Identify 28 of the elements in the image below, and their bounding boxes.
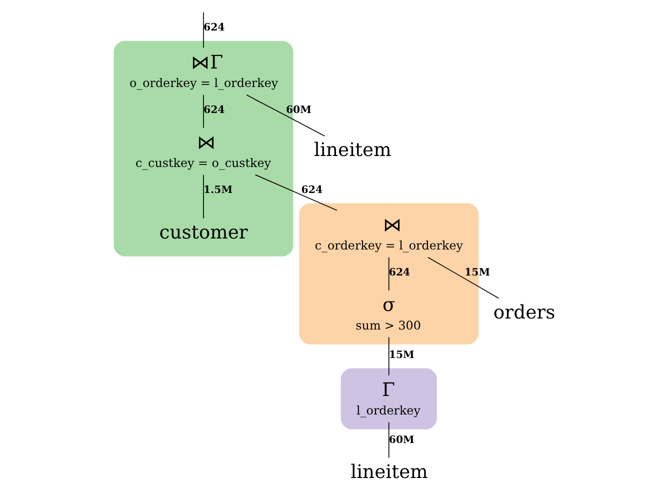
node-text: ⋈ c_custkey = o_custkey: [134, 132, 271, 170]
cluster: [340, 368, 436, 430]
edge-label: 1.5M: [202, 184, 232, 196]
connector: [202, 174, 204, 219]
edge-label: 624: [388, 266, 410, 279]
node-text: orders: [492, 302, 555, 324]
connector: [202, 94, 204, 128]
connector: [388, 256, 389, 291]
node-text: σ sum > 300: [355, 294, 420, 332]
edge-label: 15M: [388, 349, 414, 362]
node-text: customer: [158, 222, 248, 244]
edge-label: 15M: [464, 266, 490, 279]
node-text: lineitem: [314, 140, 391, 162]
edge-label: 624: [202, 22, 224, 34]
node-text: ⋈ c_orderkey = l_orderkey: [314, 214, 463, 252]
edge-label: 624: [300, 184, 322, 196]
node-text: Γ l_orderkey: [356, 380, 420, 418]
edge-label: 624: [202, 104, 224, 116]
connector: [246, 94, 325, 136]
connector: [254, 174, 337, 211]
connector: [388, 336, 389, 376]
connector: [202, 12, 204, 48]
edge-label: 60M: [285, 104, 311, 116]
node-text: ⋈Γ o_orderkey = l_orderkey: [129, 52, 278, 90]
node-text: lineitem: [350, 462, 428, 483]
edge-label: 60M: [388, 434, 414, 446]
connector: [427, 256, 499, 299]
connector: [388, 422, 389, 458]
